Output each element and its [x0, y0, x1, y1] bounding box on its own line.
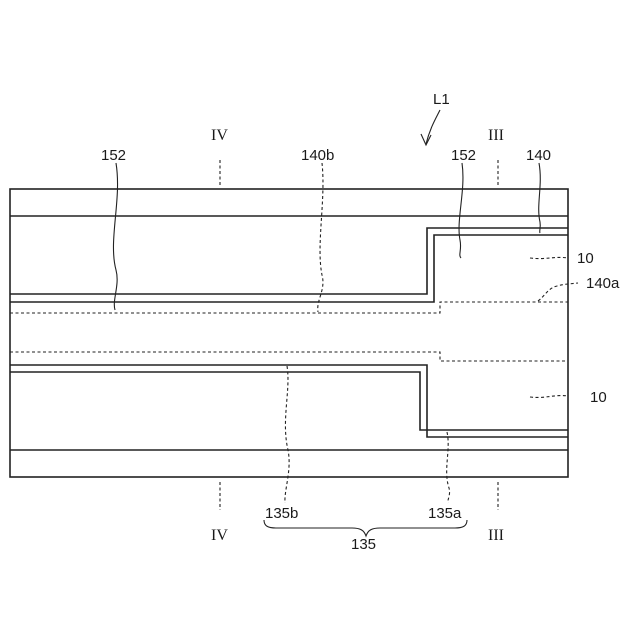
l1-arrow: [426, 110, 440, 144]
label-10-bottom: 10: [590, 389, 607, 406]
label-152-right: 152: [451, 147, 476, 164]
leader-10-top: [530, 257, 568, 258]
upper-layer-outer: [10, 228, 568, 294]
label-135b: 135b: [265, 505, 298, 522]
leader-10-bottom: [530, 396, 568, 398]
label-140b: 140b: [301, 147, 334, 164]
lower-layer-outer: [10, 372, 568, 430]
leader-152-right: [459, 163, 463, 258]
dashed-boundary-lower: [10, 352, 568, 361]
label-152-left: 152: [101, 147, 126, 164]
lower-layer-inner: [10, 365, 568, 437]
outer-frame: [10, 189, 568, 477]
leader-140: [539, 163, 541, 233]
brace-135: [264, 520, 467, 536]
section-label-iii-top: III: [488, 127, 504, 144]
leader-140b: [318, 163, 323, 312]
label-135: 135: [351, 536, 376, 553]
dashed-boundary-upper: [10, 302, 568, 313]
label-140: 140: [526, 147, 551, 164]
label-135a: 135a: [428, 505, 462, 522]
leader-140a: [538, 283, 578, 301]
leader-152-left: [113, 163, 117, 310]
section-label-iv-top: IV: [211, 127, 228, 144]
leader-135a: [447, 432, 450, 503]
section-label-iv-bottom: IV: [211, 527, 228, 544]
label-10-top: 10: [577, 250, 594, 267]
leader-135b: [285, 366, 289, 503]
upper-layer-inner: [10, 235, 568, 302]
label-140a: 140a: [586, 275, 620, 292]
section-label-iii-bottom: III: [488, 527, 504, 544]
label-l1: L1: [433, 91, 450, 108]
